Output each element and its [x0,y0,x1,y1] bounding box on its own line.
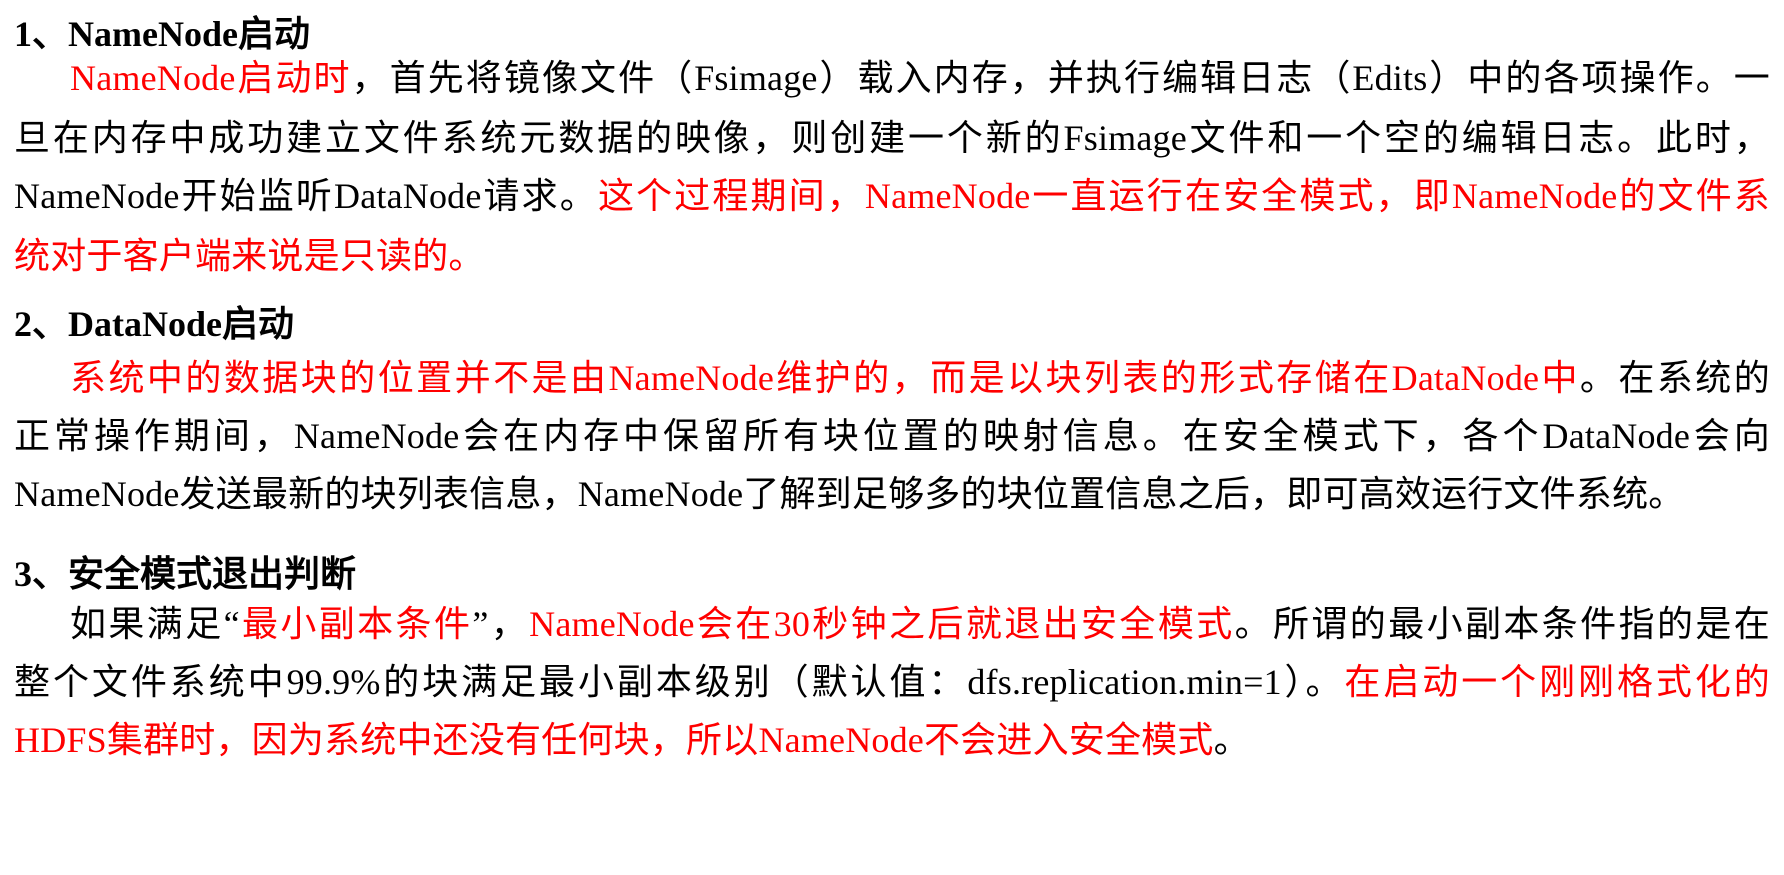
paragraph-line: 整个文件系统中99.9%的块满足最小副本级别（默认值：dfs.replicati… [14,660,1770,704]
paragraph-line: 统对于客户端来说是只读的。 [14,234,1770,278]
text-run: HDFS集群时，因为系统中还没有任何块，所以NameNode不会进入安全模式 [14,720,1214,760]
paragraph-line: NameNode发送最新的块列表信息，NameNode了解到足够多的块位置信息之… [14,472,1770,516]
text-run: NameNode启动时 [70,58,352,98]
section-heading-2: 2、DataNode启动 [14,304,294,344]
text-run: 。所谓的最小副本条件指的是在 [1234,604,1770,644]
text-run: 这个过程期间，NameNode一直运行在安全模式，即NameNode的文件系 [597,176,1771,216]
paragraph-line: NameNode开始监听DataNode请求。这个过程期间，NameNode一直… [14,174,1770,218]
section-heading-1: 1、NameNode启动 [14,14,310,54]
text-run: 统对于客户端来说是只读的。 [14,236,485,276]
paragraph-line: 如果满足“最小副本条件”，NameNode会在30秒钟之后就退出安全模式。所谓的… [14,602,1770,646]
text-run: 系统中的数据块的位置并不是由NameNode维护的，而是以块列表的形式存储在Da… [70,358,1580,398]
text-run: 。 [1213,720,1250,760]
text-run: 如果满足“ [70,604,240,644]
text-run: 最小副本条件 [239,604,473,644]
text-run: NameNode会在30秒钟之后就退出安全模式 [529,604,1235,644]
text-run: 旦在内存中成功建立文件系统元数据的映像，则创建一个新的Fsimage文件和一个空… [14,118,1770,158]
text-run: ”， [472,604,530,644]
paragraph-line: 正常操作期间，NameNode会在内存中保留所有块位置的映射信息。在安全模式下，… [14,414,1770,458]
text-run: 。在系统的 [1579,358,1770,398]
text-run: 在启动一个刚刚格式化的 [1344,662,1771,702]
text-run: 正常操作期间，NameNode会在内存中保留所有块位置的映射信息。在安全模式下，… [14,416,1770,456]
text-run: NameNode开始监听DataNode请求。 [14,176,598,216]
paragraph-line: 系统中的数据块的位置并不是由NameNode维护的，而是以块列表的形式存储在Da… [14,356,1770,400]
text-run: 整个文件系统中99.9%的块满足最小副本级别（默认值：dfs.replicati… [14,662,1345,702]
text-run: ，首先将镜像文件（Fsimage）载入内存，并执行编辑日志（Edits）中的各项… [351,58,1771,98]
paragraph-line: HDFS集群时，因为系统中还没有任何块，所以NameNode不会进入安全模式。 [14,718,1770,762]
text-run: NameNode发送最新的块列表信息，NameNode了解到足够多的块位置信息之… [14,474,1685,514]
paragraph-line: 旦在内存中成功建立文件系统元数据的映像，则创建一个新的Fsimage文件和一个空… [14,116,1770,160]
section-heading-3: 3、安全模式退出判断 [14,554,357,594]
paragraph-line: NameNode启动时，首先将镜像文件（Fsimage）载入内存，并执行编辑日志… [14,56,1770,100]
